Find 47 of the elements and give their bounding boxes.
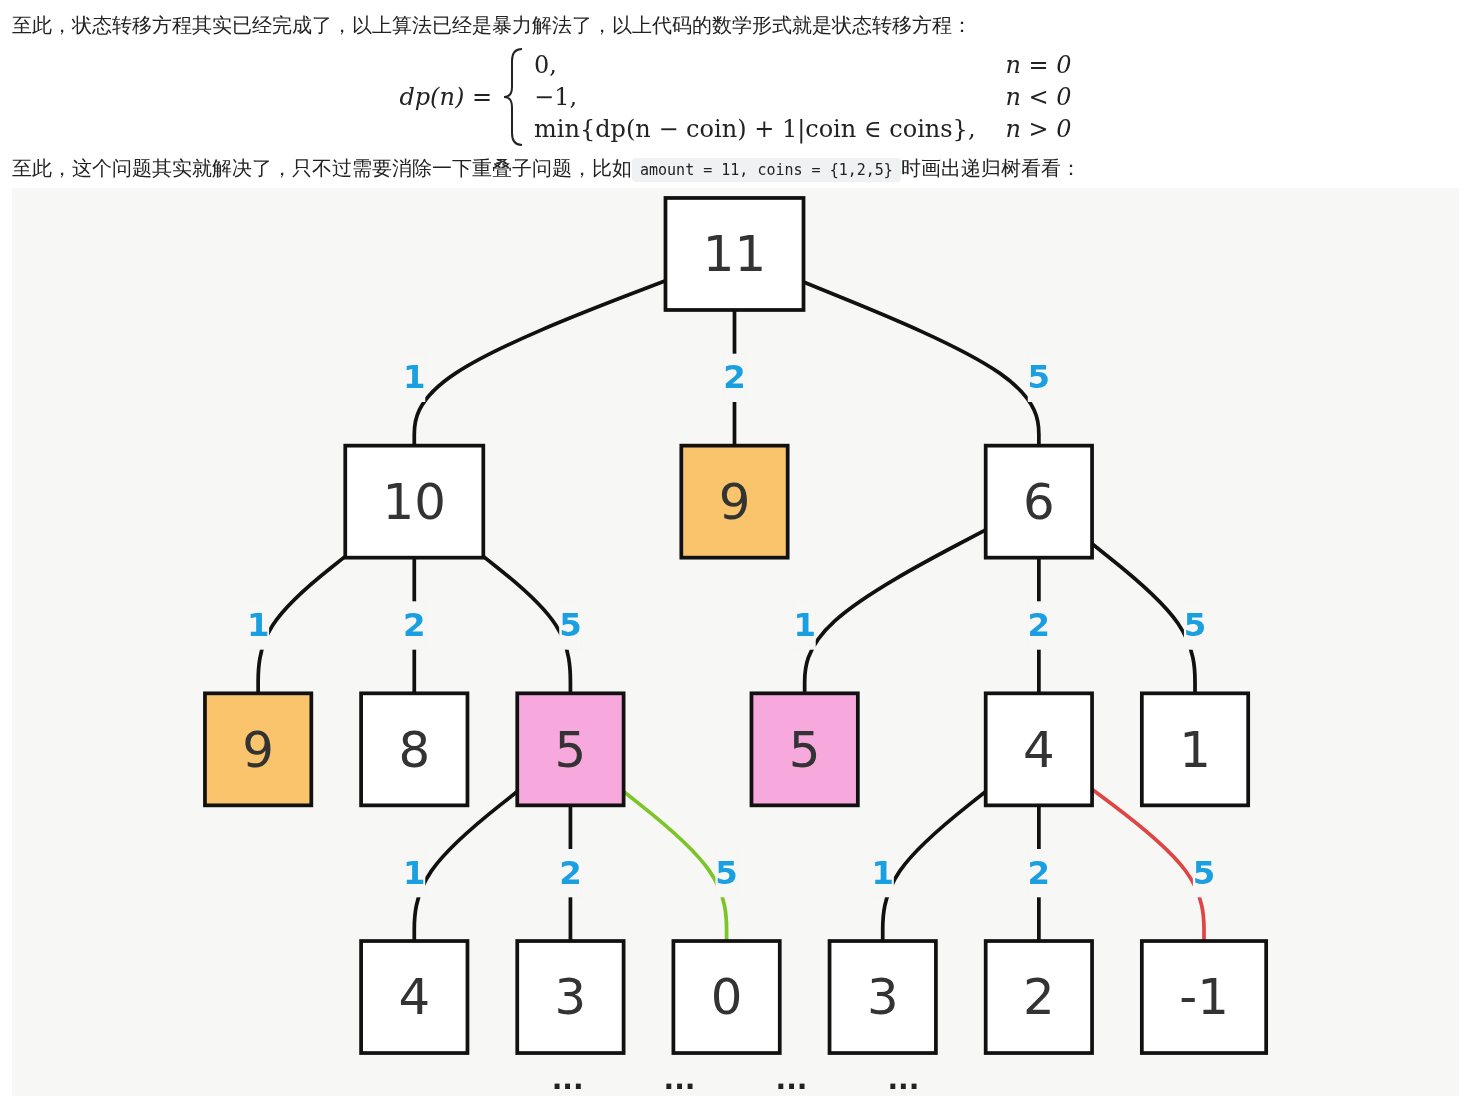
- formula-text: −1,: [534, 83, 579, 111]
- edge-label: 2: [1027, 853, 1051, 892]
- node-box: 3: [827, 939, 938, 1055]
- node-box: 4: [359, 939, 470, 1055]
- edge-label: 1: [402, 358, 426, 396]
- node-box: 4: [983, 691, 1094, 808]
- paragraph-text: 至此，这个问题其实就解决了，只不过需要消除一下重叠子问题，比如: [12, 156, 632, 180]
- ellipsis-mark: ...: [663, 1063, 696, 1096]
- formula-text: n < 0: [1005, 83, 1072, 111]
- node-box: 6: [983, 443, 1094, 560]
- formula-text: min{dp(n − coin) + 1|coin ∈ coins},: [534, 115, 976, 143]
- edge-label: 2: [402, 606, 426, 644]
- node-box: 10: [343, 443, 486, 560]
- edge-label: 2: [723, 358, 746, 396]
- node-box: 5: [515, 691, 626, 808]
- node-box: 11: [663, 196, 806, 312]
- ellipsis-mark: ...: [887, 1063, 920, 1096]
- node-box: -1: [1139, 939, 1268, 1055]
- edge-label: 5: [1183, 606, 1207, 644]
- node-box: 5: [749, 691, 860, 808]
- ellipsis-mark: ...: [551, 1063, 584, 1096]
- edge-label: 1: [246, 606, 270, 644]
- edge-label: 2: [1027, 606, 1051, 644]
- node-box: 9: [679, 443, 790, 560]
- paragraph-text: 时画出递归树看看：: [900, 156, 1081, 180]
- edge-label: 2: [559, 853, 582, 892]
- formula-text: 0,: [534, 51, 558, 79]
- edge-label: 5: [1027, 358, 1051, 396]
- node-box: 1: [1139, 691, 1250, 808]
- formula-text: dp(n) =: [399, 83, 493, 111]
- node-box: 2: [983, 939, 1094, 1055]
- connector: [482, 554, 573, 694]
- inline-code: amount = 11, coins = {1,2,5}: [632, 158, 901, 182]
- edge-label: 1: [871, 853, 894, 892]
- node-box: 8: [359, 691, 470, 808]
- edge-label: 5: [559, 606, 582, 644]
- node-box: 0: [671, 939, 782, 1055]
- node-box: 3: [515, 939, 626, 1055]
- paragraph-text: 至此，状态转移方程其实已经完成了，以上算法已经是暴力解法了，以上代码的数学形式就是状态转移方程：: [12, 12, 973, 39]
- formula-text: n = 0: [1005, 51, 1072, 79]
- edge-label: 5: [1192, 853, 1216, 892]
- formula-text: n > 0: [1005, 115, 1072, 143]
- ellipsis-mark: ...: [775, 1063, 808, 1096]
- edge-label: 5: [715, 853, 738, 892]
- edge-label: 1: [793, 606, 816, 644]
- node-box: 9: [203, 691, 314, 808]
- edge-label: 1: [402, 853, 426, 892]
